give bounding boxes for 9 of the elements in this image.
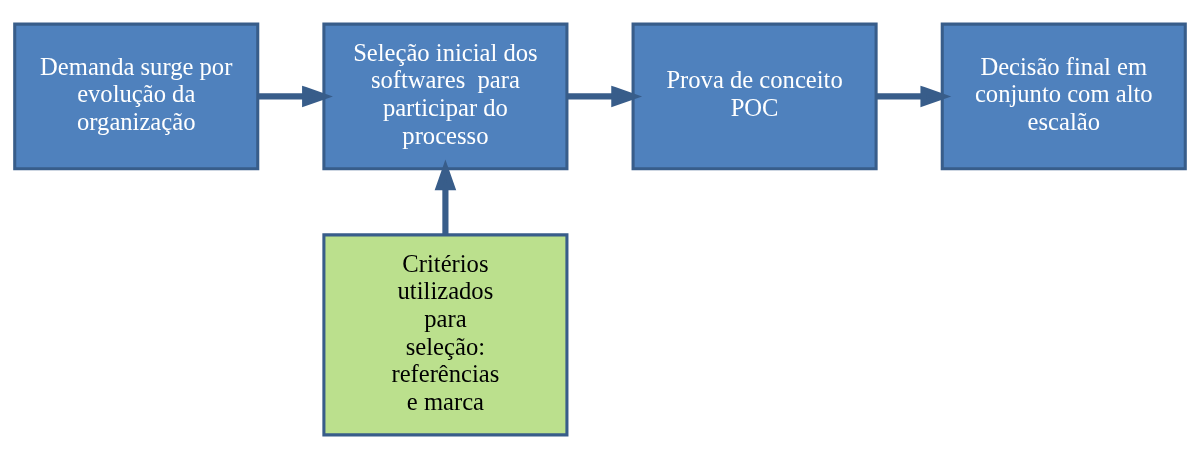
arrow [257,85,333,108]
node-box: Demanda surge por evolução da organização [13,22,260,171]
arrow [434,159,457,235]
arrow [876,85,952,108]
node-box: Seleção inicial dos softwares para participar do processo [322,22,569,171]
arrow [567,85,643,108]
node-box: Decisão final em conjunto com alto escalão [940,22,1187,171]
node-box: Prova de conceito POC [631,22,878,171]
node-box: Critérios utilizados para seleção: referências e marca [322,233,569,437]
